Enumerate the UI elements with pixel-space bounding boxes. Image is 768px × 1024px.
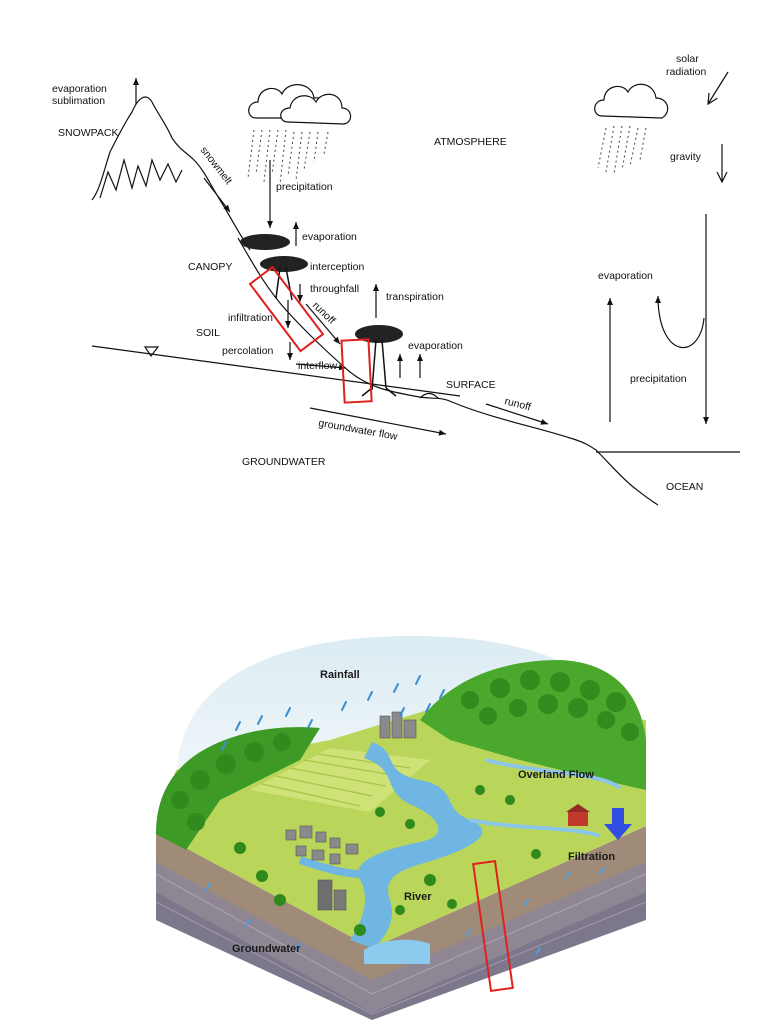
label-evaporation-soil: evaporation xyxy=(408,340,463,352)
highlight-box-root-zone xyxy=(340,338,373,404)
label-solar-radiation-2: radiation xyxy=(666,66,706,78)
label-soil: SOIL xyxy=(196,327,220,339)
rain-drops xyxy=(221,675,445,751)
label-throughfall: throughfall xyxy=(310,283,359,295)
process-arrows xyxy=(133,71,729,436)
label-precipitation-top: precipitation xyxy=(276,181,333,193)
highlight-box-runoff-zone xyxy=(248,265,325,353)
cloud-icon xyxy=(247,84,352,185)
label-interception: interception xyxy=(310,261,364,273)
water-table-line xyxy=(91,345,461,397)
label-percolation: percolation xyxy=(222,345,274,357)
soil-layer-bottom xyxy=(156,890,646,1020)
label-snowpack: SNOWPACK xyxy=(58,127,118,139)
label-evaporation-sublimation-1: evaporation xyxy=(52,83,107,95)
label-snowmelt: snowmelt xyxy=(198,144,235,186)
label-evaporation-canopy: evaporation xyxy=(302,231,357,243)
hillslope-surface xyxy=(237,237,659,506)
label-groundwater-bottom: Groundwater xyxy=(232,943,301,955)
label-rainfall: Rainfall xyxy=(320,669,360,681)
label-ocean: OCEAN xyxy=(666,481,703,493)
label-canopy: CANOPY xyxy=(188,261,232,273)
label-filtration: Filtration xyxy=(568,851,615,863)
label-infiltration: infiltration xyxy=(228,312,273,324)
label-groundwater: GROUNDWATER xyxy=(242,456,326,468)
label-overland-flow: Overland Flow xyxy=(518,769,594,781)
water-table-symbol xyxy=(143,346,160,358)
label-evaporation-sublimation-2: sublimation xyxy=(52,95,105,107)
watershed-illustration: Rainfall Overland Flow Filtration River … xyxy=(155,636,647,1020)
label-solar-radiation-1: solar xyxy=(676,53,699,65)
label-precipitation-ocean: precipitation xyxy=(630,373,687,385)
town-buildings xyxy=(285,711,417,911)
label-transpiration: transpiration xyxy=(386,291,444,303)
label-evaporation-ocean: evaporation xyxy=(598,270,653,282)
groundwater-drops xyxy=(205,867,605,955)
filtration-arrow xyxy=(604,808,632,840)
label-atmosphere: ATMOSPHERE xyxy=(434,136,507,148)
label-interflow: interflow xyxy=(298,360,338,372)
cloud-icon xyxy=(594,83,669,175)
hydrologic-processes-diagram: evaporation sublimation SNOWPACK snowmel… xyxy=(52,53,740,506)
label-river: River xyxy=(404,891,432,903)
label-groundwater-flow: groundwater flow xyxy=(317,417,398,443)
label-gravity: gravity xyxy=(670,151,702,163)
label-surface: SURFACE xyxy=(446,379,496,391)
highlight-box-filtration-column xyxy=(472,859,514,993)
river xyxy=(350,742,483,948)
farm-barn xyxy=(566,804,590,826)
